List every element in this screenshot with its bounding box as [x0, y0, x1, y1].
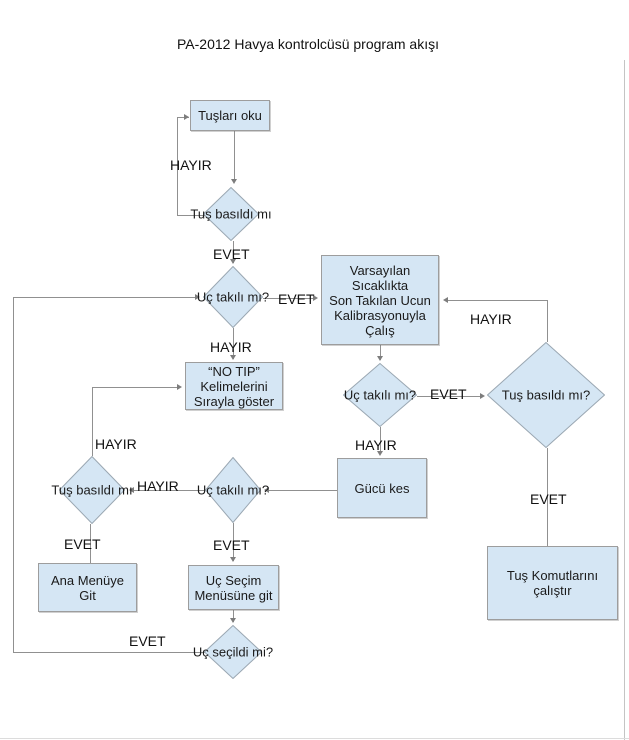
- arrowhead-into-default-right: [443, 297, 448, 303]
- arrowhead-into-notip-left: [177, 384, 182, 390]
- connector-default-down: [380, 345, 381, 360]
- connector-tipbottom-evet: [233, 523, 234, 561]
- node-tip-attached-bottom-label: Uç takılı mı?: [196, 482, 270, 498]
- node-tip-select-menu-label: Uç Seçim Menüsüne git: [194, 572, 273, 603]
- node-key-pressed-left: Tuş basıldı mı: [51, 456, 133, 524]
- connector-tipattached-evet: [263, 298, 316, 299]
- connector-tipmid-evet: [417, 396, 483, 397]
- edge-label-tipattachedbottom-yes: EVET: [213, 537, 250, 553]
- edge-label-keypressedleft-yes: EVET: [64, 536, 101, 552]
- node-main-menu-label: Ana Menüye Git: [51, 572, 124, 603]
- edge-label-keypressedright-no: HAYIR: [470, 311, 512, 327]
- diamond-shape: [59, 456, 125, 524]
- connector-readkeys-loop-v: [177, 117, 178, 216]
- node-tip-attached-bottom: Uç takılı mı?: [197, 457, 269, 523]
- arrowhead-into-selectmenu: [230, 557, 236, 562]
- connector-keypressed-evet: [233, 241, 234, 263]
- page-title: PA-2012 Havya kontrolcüsü program akışı: [177, 36, 439, 52]
- connector-readkeys-loop-h1: [177, 215, 207, 216]
- node-run-key-commands: Tuş Komutlarını çalıştır: [487, 546, 618, 620]
- node-main-menu: Ana Menüye Git: [38, 563, 137, 612]
- edge-label-keypressedtop-yes: EVET: [213, 246, 250, 262]
- connector-selectmenu-down: [233, 610, 234, 622]
- connector-tipselected-evet-v: [13, 297, 14, 653]
- connector-cutpower-left: [267, 490, 337, 491]
- connector-keyleft-loop-h: [92, 387, 180, 388]
- edge-label-tipattachedtop-no: HAYIR: [210, 339, 252, 355]
- arrowhead-into-tipselected: [230, 618, 236, 623]
- node-read-keys: Tuşları oku: [190, 100, 270, 131]
- connector-tipattached-hayir: [233, 328, 234, 359]
- node-show-no-tip: “NO TIP” Kelimelerini Sırayla göster: [185, 362, 283, 410]
- connector-readkeys-down: [234, 131, 235, 181]
- edge-label-tipattachedtop-yes: EVET: [278, 291, 315, 307]
- edge-label-tipattachedbottom-no: HAYIR: [137, 478, 179, 494]
- node-cut-power-label: Gücü kes: [354, 480, 410, 496]
- connector-tipbottom-hayir: [132, 490, 205, 491]
- node-run-default-calibration: Varsayılan Sıcaklıkta Son Takılan Ucun K…: [321, 255, 439, 345]
- page-bottom-border: [0, 738, 629, 739]
- edge-label-tipattachedmid-no: HAYIR: [355, 437, 397, 453]
- arrowhead-into-keyleft: [129, 487, 134, 493]
- connector-tipselected-evet-h1: [13, 652, 205, 653]
- node-key-pressed-top: Tuş basıldı mı: [190, 187, 272, 241]
- node-show-no-tip-label: “NO TIP” Kelimelerini Sırayla göster: [193, 363, 275, 409]
- connector-keyleft-evet: [90, 524, 91, 563]
- node-tip-attached-top-label: Uç takılı mı?: [196, 289, 270, 305]
- edge-label-tipattachedmid-yes: EVET: [430, 386, 467, 402]
- node-key-pressed-top-label: Tuş basıldı mı: [190, 206, 272, 222]
- connector-tipmid-hayir: [380, 427, 381, 454]
- connector-keyright-evet: [547, 448, 548, 546]
- connector-keyright-hayir-v: [547, 300, 548, 342]
- node-read-keys-label: Tuşları oku: [198, 108, 262, 123]
- arrowhead-into-tipbottom: [264, 487, 269, 493]
- page-right-border: [624, 60, 625, 740]
- connector-readkeys-loop-h2: [177, 117, 189, 118]
- arrowhead-into-readkeys: [184, 114, 189, 120]
- arrowhead-into-tipmid: [377, 356, 383, 361]
- connector-tipselected-evet-h2: [13, 297, 198, 298]
- arrowhead-into-keypressed-top: [231, 179, 237, 184]
- arrowhead-into-tipattached-left: [195, 294, 200, 300]
- node-run-default-calibration-label: Varsayılan Sıcaklıkta Son Takılan Ucun K…: [329, 262, 431, 338]
- node-tip-selected: Uç seçildi mi?: [193, 625, 273, 679]
- edge-label-keypressedleft-no: HAYIR: [95, 436, 137, 452]
- edge-label-keypressedright-yes: EVET: [530, 491, 567, 507]
- edge-label-keypressedtop-no: HAYIR: [170, 157, 212, 173]
- node-key-pressed-right: Tuş basıldı mı?: [487, 342, 605, 448]
- connector-keyleft-loop-v: [92, 387, 93, 456]
- node-cut-power: Gücü kes: [337, 458, 427, 518]
- arrowhead-into-keyright: [480, 393, 485, 399]
- diamond-shape: [204, 625, 262, 679]
- arrowhead-into-notip: [230, 355, 236, 360]
- node-key-pressed-right-label: Tuş basıldı mı?: [501, 387, 591, 403]
- node-tip-select-menu: Uç Seçim Menüsüne git: [188, 565, 279, 610]
- edge-label-tipselected-yes: EVET: [129, 633, 166, 649]
- arrowhead-into-default: [313, 295, 318, 301]
- diamond-shape: [487, 342, 605, 448]
- node-key-pressed-left-label: Tuş basıldı mı: [51, 482, 133, 498]
- arrowhead-into-tipattached-top: [230, 259, 236, 264]
- diamond-shape: [203, 266, 263, 328]
- node-run-key-commands-label: Tuş Komutlarını çalıştır: [506, 568, 599, 598]
- node-tip-attached-top: Uç takılı mı?: [197, 266, 269, 328]
- diamond-shape: [343, 363, 417, 427]
- node-tip-attached-mid-label: Uç takılı mı?: [343, 387, 417, 403]
- connector-keyright-hayir-h: [446, 300, 548, 301]
- arrowhead-into-cutpower: [377, 451, 383, 456]
- node-tip-selected-label: Uç seçildi mi?: [192, 644, 274, 660]
- diamond-shape: [205, 457, 261, 523]
- diamond-shape: [203, 187, 259, 241]
- node-tip-attached-mid: Uç takılı mı?: [343, 363, 417, 427]
